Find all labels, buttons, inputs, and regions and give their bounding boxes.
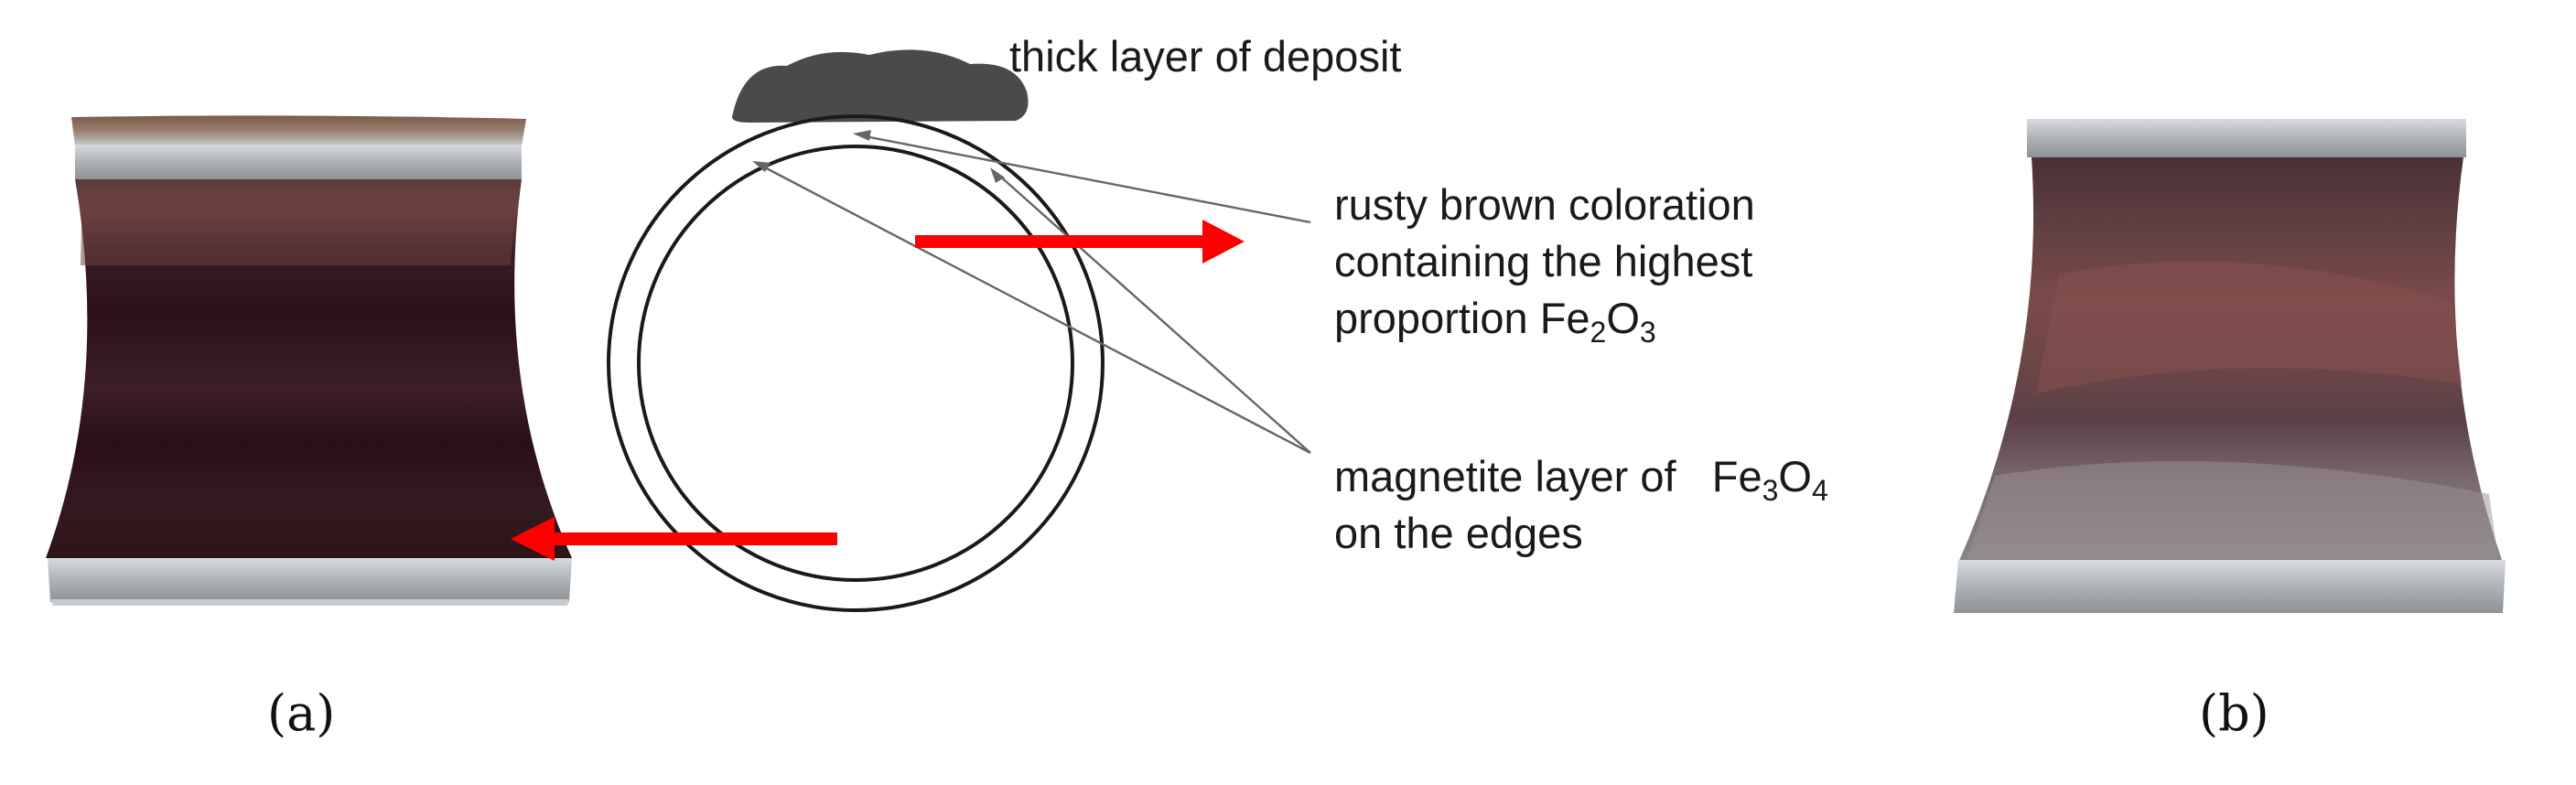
- label-rusty-line3: proportion Fe2O3: [1334, 291, 1656, 349]
- photo-sample-a: [46, 115, 572, 606]
- label-magnetite-line2: on the edges: [1334, 506, 1583, 561]
- label-thick-deposit: thick layer of deposit: [1009, 29, 1401, 84]
- inner-ring: [637, 145, 1074, 582]
- leader-arrowheads: [752, 130, 1005, 183]
- panel-label-a: (a): [267, 684, 336, 742]
- label-rusty-line2-text: containing the highest: [1334, 237, 1753, 285]
- red-arrow-right: [915, 220, 1245, 263]
- leader-line-magnetite-1: [759, 163, 1311, 455]
- leader-line-rusty: [859, 134, 1311, 224]
- label-rusty-fe: proportion Fe: [1334, 294, 1590, 342]
- red-arrow-left: [511, 517, 837, 561]
- label-rusty-line1: rusty brown coloration: [1334, 177, 1755, 232]
- arrowhead-magnetite-1: [752, 161, 771, 172]
- label-magnetite-o: O: [1778, 452, 1812, 500]
- label-magnetite-line1: magnetite layer of Fe3O4: [1334, 449, 1828, 507]
- label-magnetite-line2-text: on the edges: [1334, 509, 1583, 557]
- deposit-blob: [732, 49, 1029, 123]
- leader-lines: [759, 134, 1311, 455]
- arrowhead-rusty: [853, 130, 871, 141]
- label-rusty-sub-2: 2: [1590, 316, 1607, 349]
- arrowhead-magnetite-2: [990, 167, 1005, 183]
- label-magnetite-sub-4: 4: [1811, 474, 1828, 507]
- pipe-cross-section: [607, 49, 1105, 612]
- photo-sample-b: [1954, 119, 2506, 613]
- label-rusty-sub-3: 3: [1639, 316, 1656, 349]
- panel-label-b: (b): [2199, 684, 2269, 742]
- label-rusty-line1-text: rusty brown coloration: [1334, 180, 1755, 229]
- label-magnetite-sub-3: 3: [1762, 474, 1779, 507]
- label-rusty-o: O: [1606, 294, 1640, 342]
- outer-ring: [607, 114, 1105, 612]
- label-magnetite-prefix: magnetite layer of Fe: [1334, 452, 1762, 500]
- leader-line-magnetite-2: [997, 173, 1311, 454]
- label-thick-deposit-text: thick layer of deposit: [1009, 32, 1402, 81]
- label-rusty-line2: containing the highest: [1334, 234, 1752, 289]
